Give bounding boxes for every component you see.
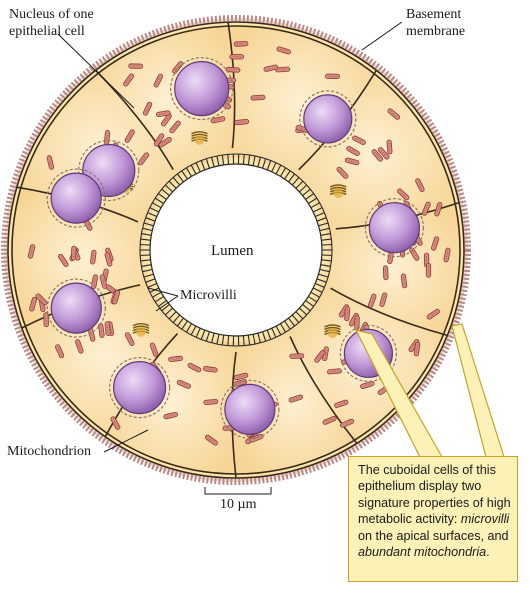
nucleus-label: Nucleus of one epithelial cell (9, 6, 94, 40)
mitochondrion (426, 263, 430, 277)
mitochondrion (387, 140, 392, 154)
mitochondrion-body (168, 356, 182, 362)
callout-text-2: on the apical surfaces, and (358, 529, 509, 543)
mitochondrion-body (387, 140, 392, 154)
mitochondrion (325, 74, 339, 79)
mitochondrion-body (325, 74, 339, 79)
mitochondrion (204, 399, 218, 405)
scale-bar-label: 10 µm (220, 496, 256, 513)
mitochondrion (235, 119, 249, 125)
mitochondrion-body (44, 313, 49, 327)
mitochondrion-body (235, 119, 249, 125)
mitochondrion (129, 64, 143, 69)
golgi-vesicles (328, 328, 338, 338)
mitochondrion (44, 313, 49, 327)
callout-box: The cuboidal cells of this epithelium di… (348, 456, 518, 582)
nucleus (51, 173, 101, 223)
nucleus (304, 95, 352, 143)
basement-membrane-label: Basement membrane (406, 6, 465, 40)
golgi-vesicles (333, 188, 343, 198)
mitochondrion (383, 266, 388, 280)
mitochondrion-body (344, 307, 350, 321)
microvilli-label: Microvilli (180, 287, 237, 304)
mitochondrion (71, 246, 76, 260)
nucleus (369, 203, 419, 253)
mitochondrion-label: Mitochondrion (7, 443, 91, 460)
nucleus (51, 283, 101, 333)
mitochondrion-body (230, 55, 244, 59)
mitochondrion (168, 356, 182, 362)
mitochondrion-body (383, 266, 388, 280)
mitochondrion-body (426, 263, 430, 277)
mitochondrion (344, 307, 350, 321)
mitochondrion-body (204, 399, 218, 405)
mitochondrion-body (251, 95, 265, 100)
golgi-vesicles (195, 135, 205, 145)
mitochondrion-body (71, 246, 76, 260)
golgi-vesicles (136, 327, 146, 337)
mitochondrion-body (105, 321, 111, 335)
mitochondrion (327, 369, 341, 375)
mitochondrion (105, 321, 111, 335)
callout-term-microvilli: microvilli (461, 512, 509, 526)
mitochondrion (251, 95, 265, 100)
mitochondrion-body (129, 64, 143, 69)
lumen-label: Lumen (211, 243, 254, 260)
nucleus (114, 362, 166, 414)
mitochondrion-body (234, 41, 248, 46)
callout-pointer-2 (452, 324, 504, 457)
mitochondrion (104, 130, 110, 144)
mitochondrion (234, 41, 248, 46)
callout-term-mitochondria: abundant mitochondria (358, 545, 486, 559)
mitochondrion (230, 55, 244, 59)
nucleus (225, 384, 275, 434)
mitochondrion-body (327, 369, 341, 375)
mitochondrion-body (104, 130, 110, 144)
callout-text-3: . (486, 545, 490, 559)
mitochondrion-body (290, 354, 304, 359)
mitochondrion (290, 354, 304, 359)
nucleus (175, 62, 229, 116)
